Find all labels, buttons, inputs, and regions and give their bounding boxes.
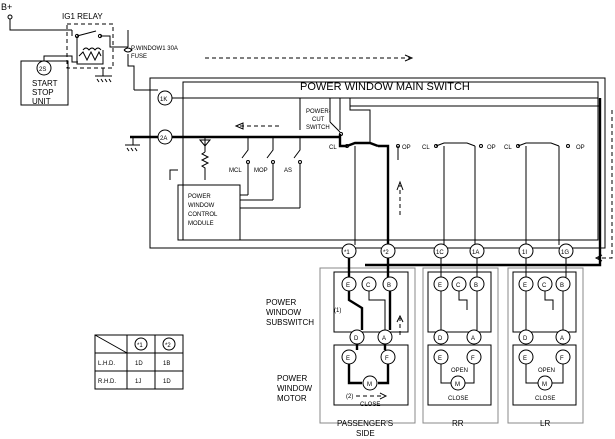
svg-text:E: E xyxy=(346,356,350,362)
svg-text:1J: 1J xyxy=(135,379,141,385)
svg-text:C: C xyxy=(542,283,547,289)
svg-text:2A: 2A xyxy=(160,136,167,142)
svg-text:E: E xyxy=(438,356,442,362)
svg-text:OPEN: OPEN xyxy=(451,368,468,374)
lr-unit: E C B D A E F M OPEN CLOSE xyxy=(507,258,584,424)
svg-text:1C: 1C xyxy=(436,250,444,256)
svg-text:MOP: MOP xyxy=(254,168,268,174)
svg-text:CLOSE: CLOSE xyxy=(448,396,468,402)
mop-switch: MOP xyxy=(254,137,275,200)
motor-passenger xyxy=(362,375,378,391)
svg-text:B: B xyxy=(560,283,564,289)
svg-text:A: A xyxy=(382,336,386,342)
switch-passenger: CL OP xyxy=(329,134,411,160)
svg-text:B: B xyxy=(474,283,478,289)
svg-text:R.H.D.: R.H.D. xyxy=(98,379,116,385)
rr-unit: E C B D A E F M OPEN CLOSE xyxy=(422,258,499,424)
power-window-main-switch: POWER WINDOW MAIN SWITCH 1K 2A POWER-CUT… xyxy=(125,77,613,267)
svg-text:D: D xyxy=(354,336,359,342)
svg-text:E: E xyxy=(438,283,442,289)
svg-text:CL: CL xyxy=(329,145,337,151)
svg-text:AS: AS xyxy=(284,168,292,174)
svg-text:*1: *1 xyxy=(137,343,143,349)
svg-text:E: E xyxy=(523,283,527,289)
svg-text:D: D xyxy=(523,336,528,342)
svg-text:(1): (1) xyxy=(334,308,341,314)
lhd-rhd-table: *1 *2 L.H.D. 1D 1B R.H.D. 1J 1D xyxy=(94,334,184,390)
svg-text:F: F xyxy=(471,356,475,362)
as-switch: AS xyxy=(284,137,302,208)
svg-text:CLOSE: CLOSE xyxy=(535,396,555,402)
svg-text:OPEN: OPEN xyxy=(538,368,555,374)
svg-text:F: F xyxy=(560,356,564,362)
svg-text:OP: OP xyxy=(402,145,411,151)
svg-text:E: E xyxy=(523,356,527,362)
svg-text:1A: 1A xyxy=(472,250,479,256)
svg-text:*2: *2 xyxy=(383,250,389,256)
svg-text:C: C xyxy=(366,283,371,289)
svg-text:MCL: MCL xyxy=(229,168,242,174)
svg-text:OP: OP xyxy=(576,145,585,151)
svg-text:CL: CL xyxy=(504,145,512,151)
relay-label: IG1 RELAY xyxy=(62,12,103,21)
svg-text:1G: 1G xyxy=(561,250,569,256)
power-supply: B+ xyxy=(1,2,73,36)
svg-text:1I: 1I xyxy=(522,250,527,256)
svg-text:2S: 2S xyxy=(39,67,46,73)
svg-text:*2: *2 xyxy=(165,343,171,349)
svg-text:CL: CL xyxy=(422,145,430,151)
svg-text:1D: 1D xyxy=(135,361,143,367)
mcl-switch: MCL xyxy=(229,137,250,195)
connector-row: *1 *2 1C 1A 1I 1G xyxy=(341,243,574,259)
svg-text:E: E xyxy=(346,283,350,289)
svg-text:CLOSE: CLOSE xyxy=(360,402,380,408)
svg-text:L.H.D.: L.H.D. xyxy=(98,361,115,367)
main-switch-title: POWER WINDOW MAIN SWITCH xyxy=(300,81,470,93)
control-module xyxy=(177,184,241,241)
passenger-side-unit: E C B D A E F M (1) (2) CLOSE xyxy=(319,258,416,424)
switch-lr: CL OP xyxy=(504,142,585,160)
svg-text:A: A xyxy=(560,336,564,342)
svg-text:*1: *1 xyxy=(344,250,350,256)
ig1-relay: IG1 RELAY xyxy=(62,12,128,83)
svg-text:1D: 1D xyxy=(163,379,171,385)
svg-text:M: M xyxy=(542,382,547,388)
switch-rr: CL OP xyxy=(422,142,496,160)
lr-label: LR xyxy=(540,419,550,428)
battery-terminal xyxy=(7,14,13,20)
svg-text:B: B xyxy=(387,283,391,289)
svg-text:A: A xyxy=(471,336,475,342)
svg-text:C: C xyxy=(456,283,461,289)
svg-text:M: M xyxy=(367,382,372,388)
svg-text:F: F xyxy=(385,356,389,362)
svg-text:1B: 1B xyxy=(163,361,170,367)
svg-text:1K: 1K xyxy=(160,97,167,103)
svg-text:OP: OP xyxy=(487,145,496,151)
rr-label: RR xyxy=(452,419,464,428)
svg-text:M: M xyxy=(455,382,460,388)
battery-label: B+ xyxy=(1,2,12,12)
svg-text:(2): (2) xyxy=(346,394,353,400)
svg-text:D: D xyxy=(438,336,443,342)
